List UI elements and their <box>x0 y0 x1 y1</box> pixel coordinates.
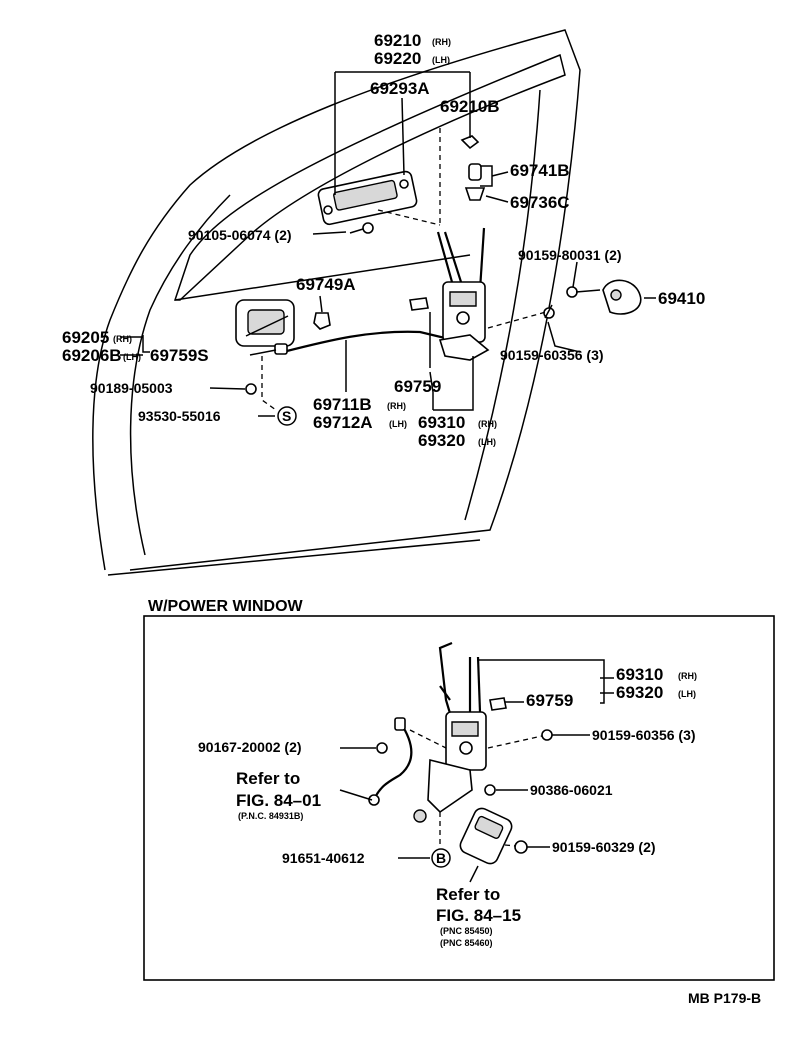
pw-label-90159-60329: 90159-60329 (2) <box>552 839 656 855</box>
pw-label-69320-lh: (LH) <box>678 689 696 699</box>
pw-label-91651-40612: 91651-40612 <box>282 850 365 866</box>
inside-handle-part <box>235 299 295 347</box>
label-69206b-lh: (LH) <box>123 352 141 362</box>
label-69711b: 69711B <box>313 395 372 414</box>
pw-label-90386-06021: 90386-06021 <box>530 782 613 798</box>
figure-code: MB P179-B <box>688 990 761 1006</box>
bushing-69741b-part <box>468 163 482 181</box>
label-69711b-rh: (RH) <box>387 401 406 411</box>
screw-90159-60356-part <box>543 304 555 319</box>
upper-labels: 69210 (RH) 69220 (LH) 69293A 69210B 6974… <box>62 31 705 450</box>
screw-90189-part <box>245 383 257 395</box>
label-69712a-lh: (LH) <box>389 419 407 429</box>
label-69293a: 69293A <box>370 79 430 98</box>
clip-69759-part <box>409 297 429 311</box>
label-90159-80031: 90159-80031 (2) <box>518 247 622 263</box>
pw-label-69310: 69310 <box>616 665 663 684</box>
label-90189-05003: 90189-05003 <box>90 380 173 396</box>
clip-69749a-part <box>313 312 331 330</box>
clip-69210b-part <box>460 135 480 150</box>
label-69741b: 69741B <box>510 161 570 180</box>
upper-leader-lines <box>120 71 656 417</box>
label-69320-lh: (LH) <box>478 437 496 447</box>
pw-refer1-line3: (P.N.C. 84931B) <box>238 811 303 821</box>
pw-screw-90159-60329-part <box>514 840 528 854</box>
label-69210b: 69210B <box>440 97 500 116</box>
pw-refer2-line4: (PNC 85460) <box>440 938 493 948</box>
label-69759s: 69759S <box>150 346 209 365</box>
pw-refer2-line2: FIG. 84–15 <box>436 906 521 925</box>
pw-label-69759: 69759 <box>526 691 573 710</box>
power-window-frame <box>143 615 775 981</box>
label-69736c: 69736C <box>510 193 570 212</box>
pw-wire-harness-part <box>368 717 413 806</box>
lower-leader-lines <box>339 659 614 883</box>
pw-clip-69759-part <box>489 697 507 711</box>
s-mark-circle <box>277 406 297 426</box>
pw-lock-rods-part <box>438 641 482 721</box>
power-window-title: W/POWER WINDOW <box>148 598 304 615</box>
pw-label-69320: 69320 <box>616 683 663 702</box>
pw-screw-90159-60356-part <box>541 729 553 741</box>
clip-69759s-part <box>274 343 288 355</box>
clip-69736c-part <box>464 187 486 201</box>
label-69749a: 69749A <box>296 275 356 294</box>
label-69320: 69320 <box>418 431 465 450</box>
screw-90105-part <box>349 222 374 234</box>
pw-screw-90386-part <box>484 784 496 796</box>
label-69220: 69220 <box>374 49 421 68</box>
pw-refer1-line1: Refer to <box>236 769 300 788</box>
label-90105-06074: 90105-06074 (2) <box>188 227 292 243</box>
label-69210-rh: (RH) <box>432 37 451 47</box>
b-mark-circle <box>431 848 451 868</box>
pw-bracket-part <box>413 758 473 823</box>
striker-part <box>602 279 642 315</box>
outside-handle-part <box>317 170 418 226</box>
door-lock-assembly-part <box>438 281 490 361</box>
label-69759: 69759 <box>394 377 441 396</box>
pw-label-69310-rh: (RH) <box>678 671 697 681</box>
pw-screw-90167-part <box>376 742 388 754</box>
label-69210: 69210 <box>374 31 421 50</box>
pw-refer2-line3: (PNC 85450) <box>440 926 493 936</box>
pw-label-90159-60356: 90159-60356 (3) <box>592 727 696 743</box>
pw-label-90167-20002: 90167-20002 (2) <box>198 739 302 755</box>
label-90159-60356: 90159-60356 (3) <box>500 347 604 363</box>
label-69205: 69205 <box>62 328 109 347</box>
rod-69711b-part <box>282 330 446 354</box>
b-mark: B <box>436 850 446 866</box>
label-69310-rh: (RH) <box>478 419 497 429</box>
lower-labels: 69310 (RH) 69320 (LH) 69759 90167-20002 … <box>198 665 697 948</box>
pw-lock-motor-part <box>459 807 513 865</box>
label-69712a: 69712A <box>313 413 373 432</box>
label-93530-55016: 93530-55016 <box>138 408 221 424</box>
screw-90159-80031-part <box>566 286 601 298</box>
label-69206b: 69206B <box>62 346 122 365</box>
s-mark: S <box>282 408 291 424</box>
pw-refer1-line2: FIG. 84–01 <box>236 791 321 810</box>
pw-refer2-line1: Refer to <box>436 885 500 904</box>
door-outline <box>92 29 581 576</box>
label-69310: 69310 <box>418 413 465 432</box>
label-69220-lh: (LH) <box>432 55 450 65</box>
label-69205-rh: (RH) <box>113 334 132 344</box>
pw-door-lock-assembly-part <box>445 711 487 771</box>
label-69410: 69410 <box>658 289 705 308</box>
